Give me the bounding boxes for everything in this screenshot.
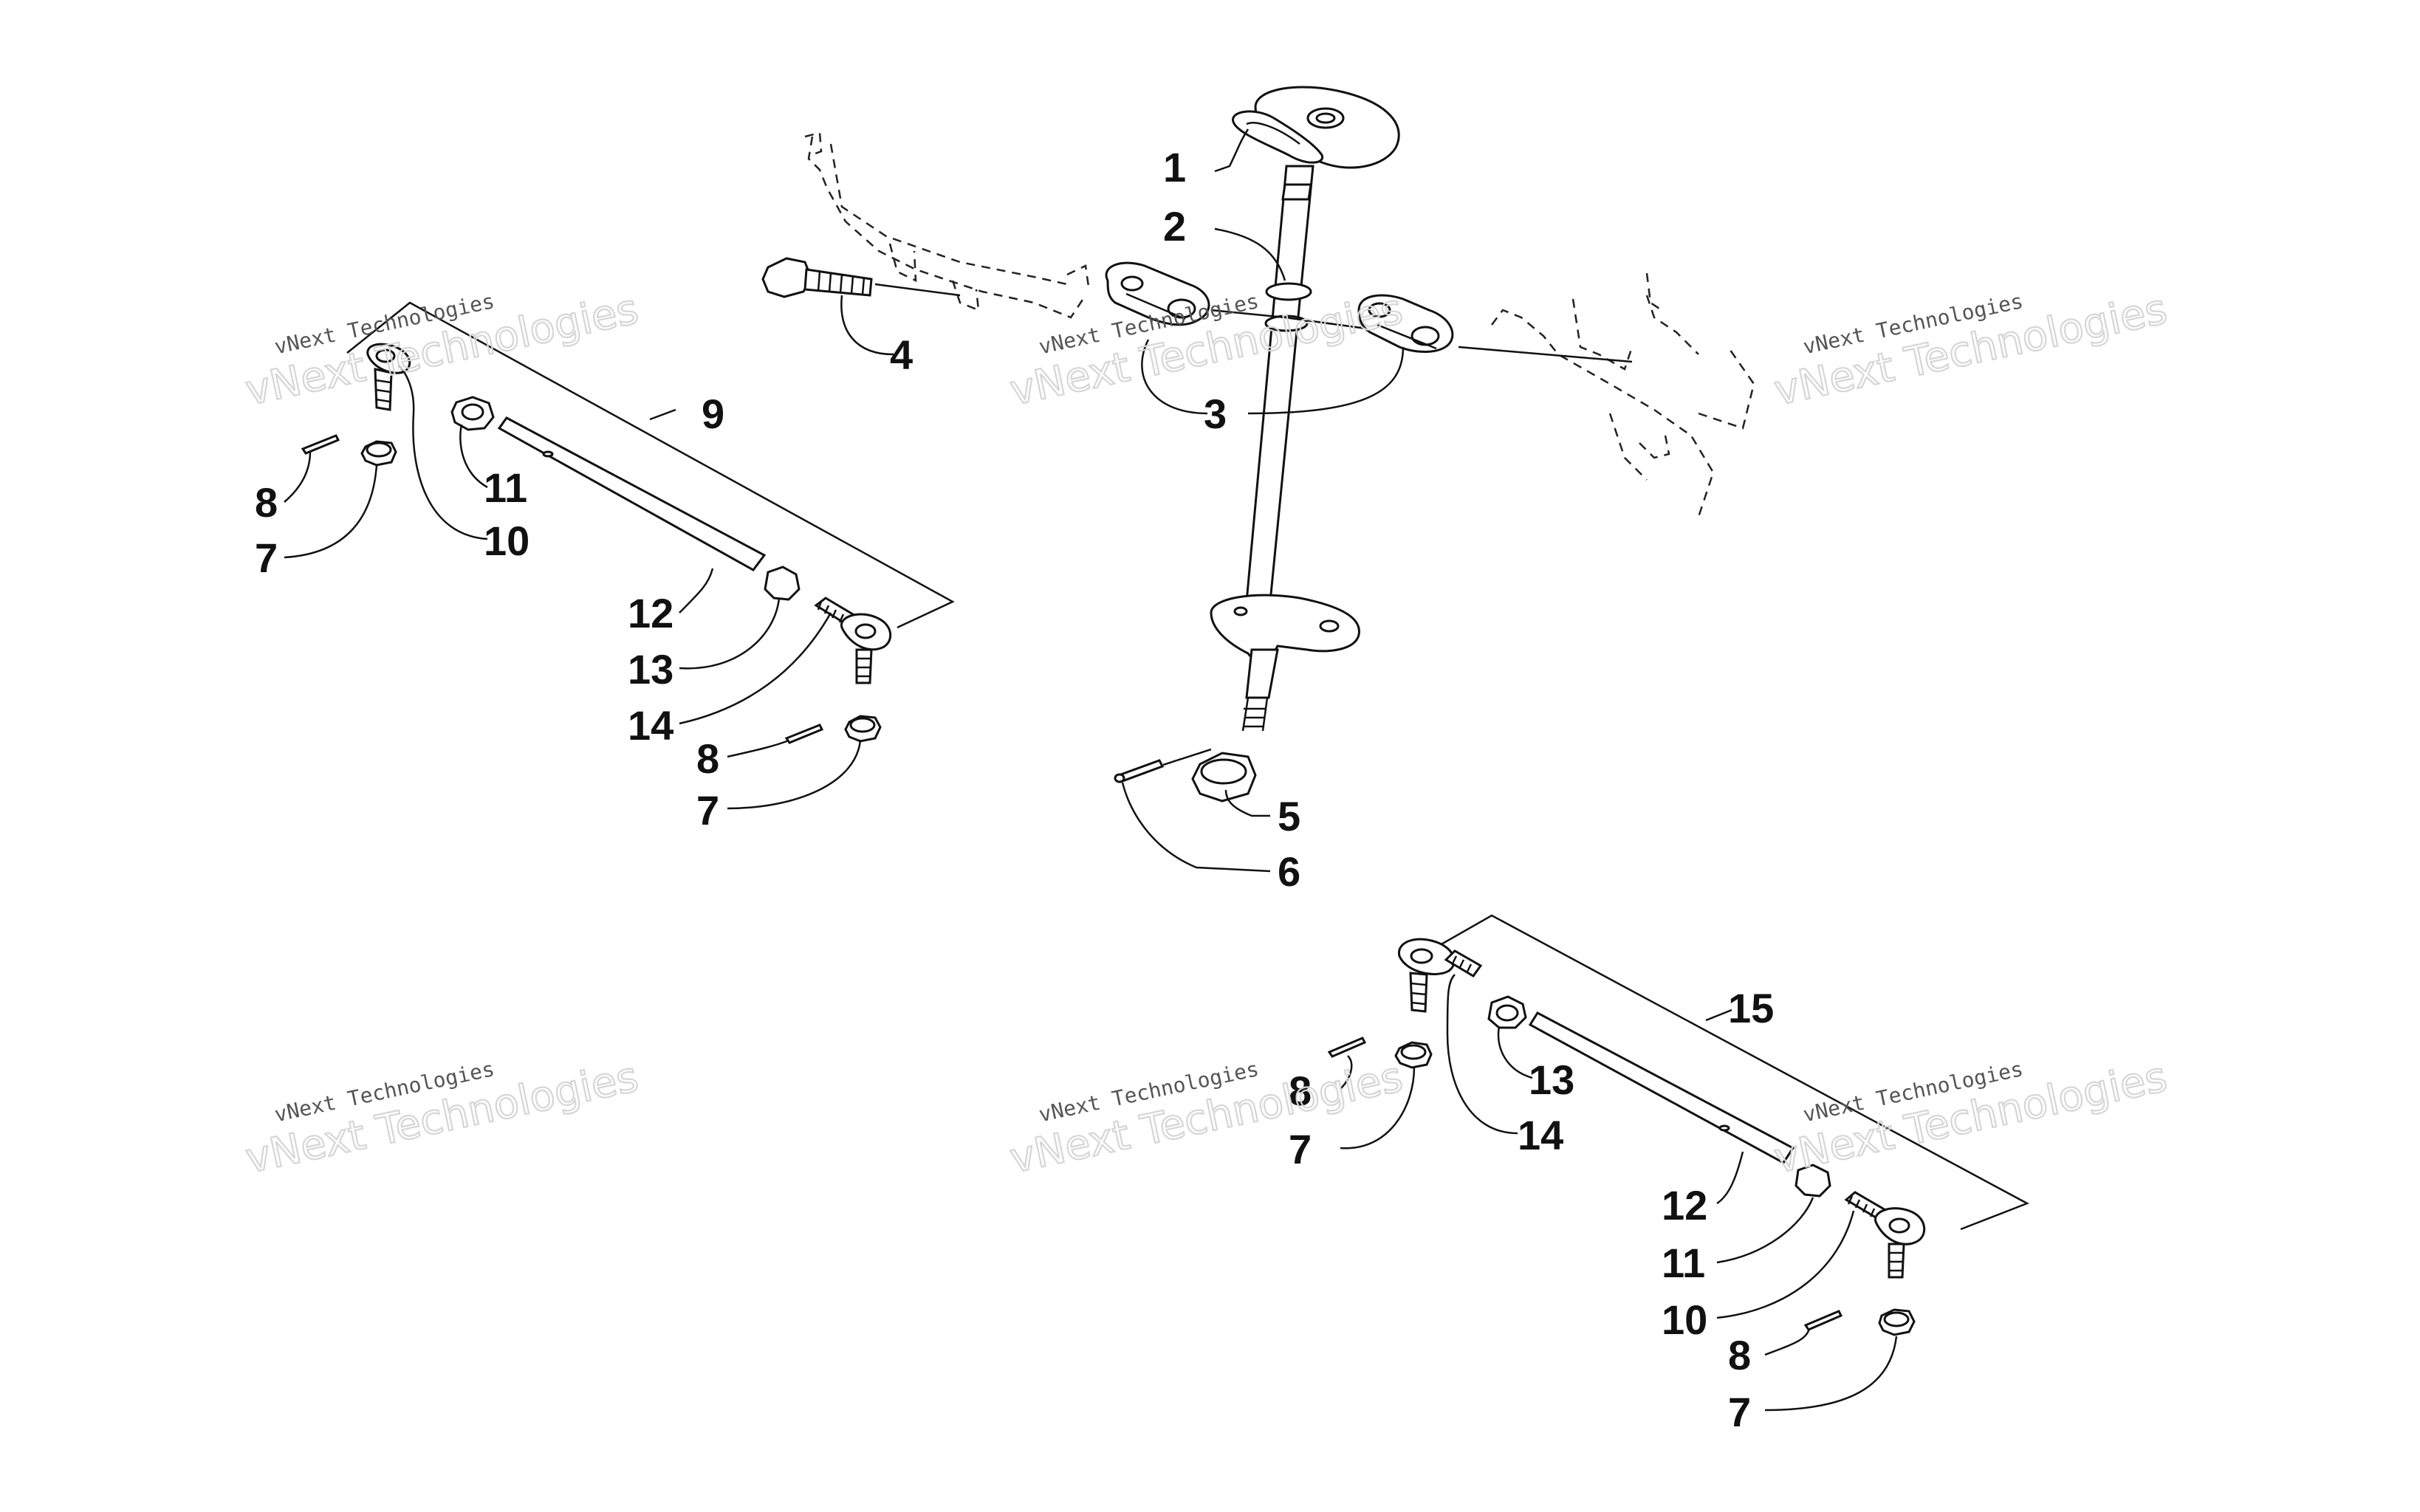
tie-rod-right bbox=[1327, 914, 2029, 1336]
steering-column bbox=[1114, 86, 1400, 803]
leader-lines bbox=[284, 128, 1898, 1412]
callout-14-left: 14 bbox=[628, 702, 673, 749]
callout-7-right-bottom: 7 bbox=[1728, 1389, 1751, 1435]
callout-14-right: 14 bbox=[1518, 1112, 1563, 1158]
watermark-6: vNext Technologies vNext Technologies bbox=[1769, 1052, 2172, 1183]
frame-outline-dashed bbox=[804, 131, 1091, 319]
callout-3: 3 bbox=[1204, 391, 1227, 437]
callout-7-right-top: 7 bbox=[1289, 1126, 1312, 1172]
callout-10-right: 10 bbox=[1662, 1296, 1707, 1343]
callout-1: 1 bbox=[1163, 144, 1186, 190]
frame-outline-right bbox=[1491, 272, 1755, 518]
callout-12-right: 12 bbox=[1662, 1182, 1707, 1228]
watermark-4: vNext Technologies vNext Technologies bbox=[241, 1052, 643, 1183]
watermark-1: vNext Technologies vNext Technologies bbox=[241, 284, 643, 416]
callout-8-right-bottom: 8 bbox=[1728, 1332, 1751, 1378]
callout-13-left: 13 bbox=[628, 646, 673, 693]
callout-15: 15 bbox=[1728, 985, 1774, 1031]
steering-clamp-right bbox=[1357, 294, 1454, 353]
callout-12-left: 12 bbox=[628, 590, 673, 636]
callout-6: 6 bbox=[1278, 848, 1300, 895]
callout-9: 9 bbox=[702, 391, 724, 437]
callout-7-left-bottom: 7 bbox=[696, 787, 719, 834]
callout-10-left: 10 bbox=[484, 518, 529, 564]
steering-clamp-left bbox=[1105, 261, 1210, 326]
callout-8-right-top: 8 bbox=[1289, 1068, 1312, 1114]
callout-13-right: 13 bbox=[1529, 1056, 1574, 1103]
callout-8-left-top: 8 bbox=[255, 479, 278, 526]
callout-11-left: 11 bbox=[484, 464, 527, 511]
callout-2: 2 bbox=[1163, 203, 1186, 250]
callout-4: 4 bbox=[890, 331, 913, 378]
bolt-4 bbox=[761, 257, 873, 298]
callout-5: 5 bbox=[1278, 793, 1300, 839]
assembly-lines bbox=[874, 283, 1633, 363]
watermark-3: vNext Technologies vNext Technologies bbox=[1769, 284, 2172, 416]
callout-labels: 1 2 3 4 5 6 9 8 7 11 10 12 13 14 8 7 15 … bbox=[255, 144, 1774, 1435]
tie-rod-left bbox=[301, 301, 955, 744]
callout-7-left-top: 7 bbox=[255, 535, 278, 581]
callout-11-right: 11 bbox=[1662, 1240, 1705, 1286]
callout-8-left-bottom: 8 bbox=[696, 735, 719, 782]
